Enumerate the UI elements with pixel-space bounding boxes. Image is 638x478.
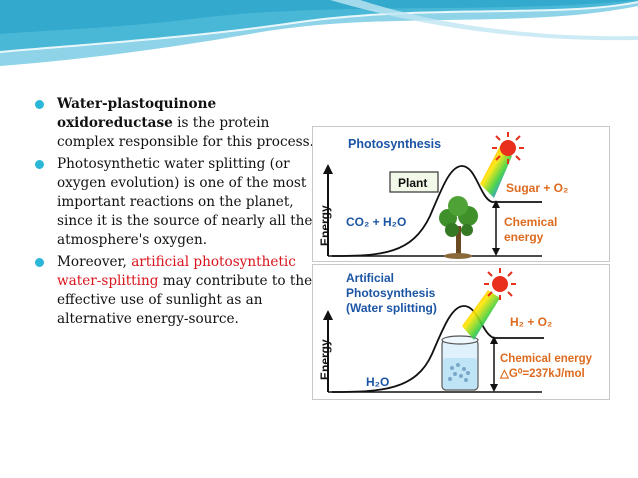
bullet-item: Moreover, artificial photosynthetic wate… xyxy=(34,253,314,329)
tree-icon xyxy=(439,196,478,259)
artificial-title-line2: Photosynthesis xyxy=(346,286,436,300)
energy-axis-label: Energy xyxy=(318,339,332,380)
reactant-label: H₂O xyxy=(366,375,389,389)
bullet-text: Moreover, xyxy=(57,254,132,270)
photosynthesis-figure: Photosynthesis Energy Plant CO₂ + H₂O xyxy=(312,126,610,400)
arrow-head-icon xyxy=(492,200,500,208)
header-wave-decoration xyxy=(0,0,638,66)
bullet-text: may contribute to the effective use of s… xyxy=(57,273,313,327)
result-label-line2: △G⁰=237kJ/mol xyxy=(499,367,585,380)
plant-label-box xyxy=(389,171,439,193)
product-label: H₂ + O₂ xyxy=(510,315,552,329)
result-label-line2: energy xyxy=(504,230,544,244)
artificial-title-line3: (Water splitting) xyxy=(346,301,437,315)
natural-photosynthesis-panel: Photosynthesis Energy Plant CO₂ + H₂O xyxy=(312,126,610,262)
result-label-line1: Chemical xyxy=(504,215,557,229)
photosynthesis-title: Photosynthesis xyxy=(348,137,441,151)
bullet-text: Photosynthetic water splitting (or oxyge… xyxy=(57,156,313,248)
result-label-line1: Chemical energy xyxy=(500,353,593,365)
bullet-item: Water-plastoquinone oxidoreductase is th… xyxy=(34,95,314,152)
arrow-head-icon xyxy=(490,384,498,392)
artificial-title-line1: Artificial xyxy=(346,271,394,285)
sun-icon xyxy=(484,268,516,300)
bullet-bold-term: Water-plastoquinone oxidoreductase xyxy=(57,96,217,131)
bullet-icon xyxy=(35,160,44,169)
energy-curve xyxy=(331,165,542,257)
bullet-item: Photosynthetic water splitting (or oxyge… xyxy=(34,155,314,250)
light-beam-icon xyxy=(480,146,512,198)
beaker-icon xyxy=(441,335,479,391)
product-label: Sugar + O₂ xyxy=(506,181,568,195)
plant-label: Plant xyxy=(398,176,427,190)
energy-axis-label: Energy xyxy=(318,205,332,246)
bullet-icon xyxy=(35,258,44,267)
arrow-head-icon xyxy=(492,248,500,256)
bullet-text: is the protein complex responsible for t… xyxy=(57,115,314,150)
bullet-icon xyxy=(35,100,44,109)
light-beam-icon xyxy=(462,290,500,340)
bullet-highlight: artificial photosynthetic water-splittin… xyxy=(57,254,296,289)
energy-axis-arrow xyxy=(323,310,333,320)
arrow-head-icon xyxy=(490,336,498,344)
artificial-photosynthesis-panel: Artificial Photosynthesis (Water splitti… xyxy=(312,264,610,400)
reactant-label: CO₂ + H₂O xyxy=(346,215,406,229)
sun-icon xyxy=(492,132,524,164)
bullet-list: Water-plastoquinone oxidoreductase is th… xyxy=(34,95,314,332)
energy-axis-arrow xyxy=(323,164,333,174)
